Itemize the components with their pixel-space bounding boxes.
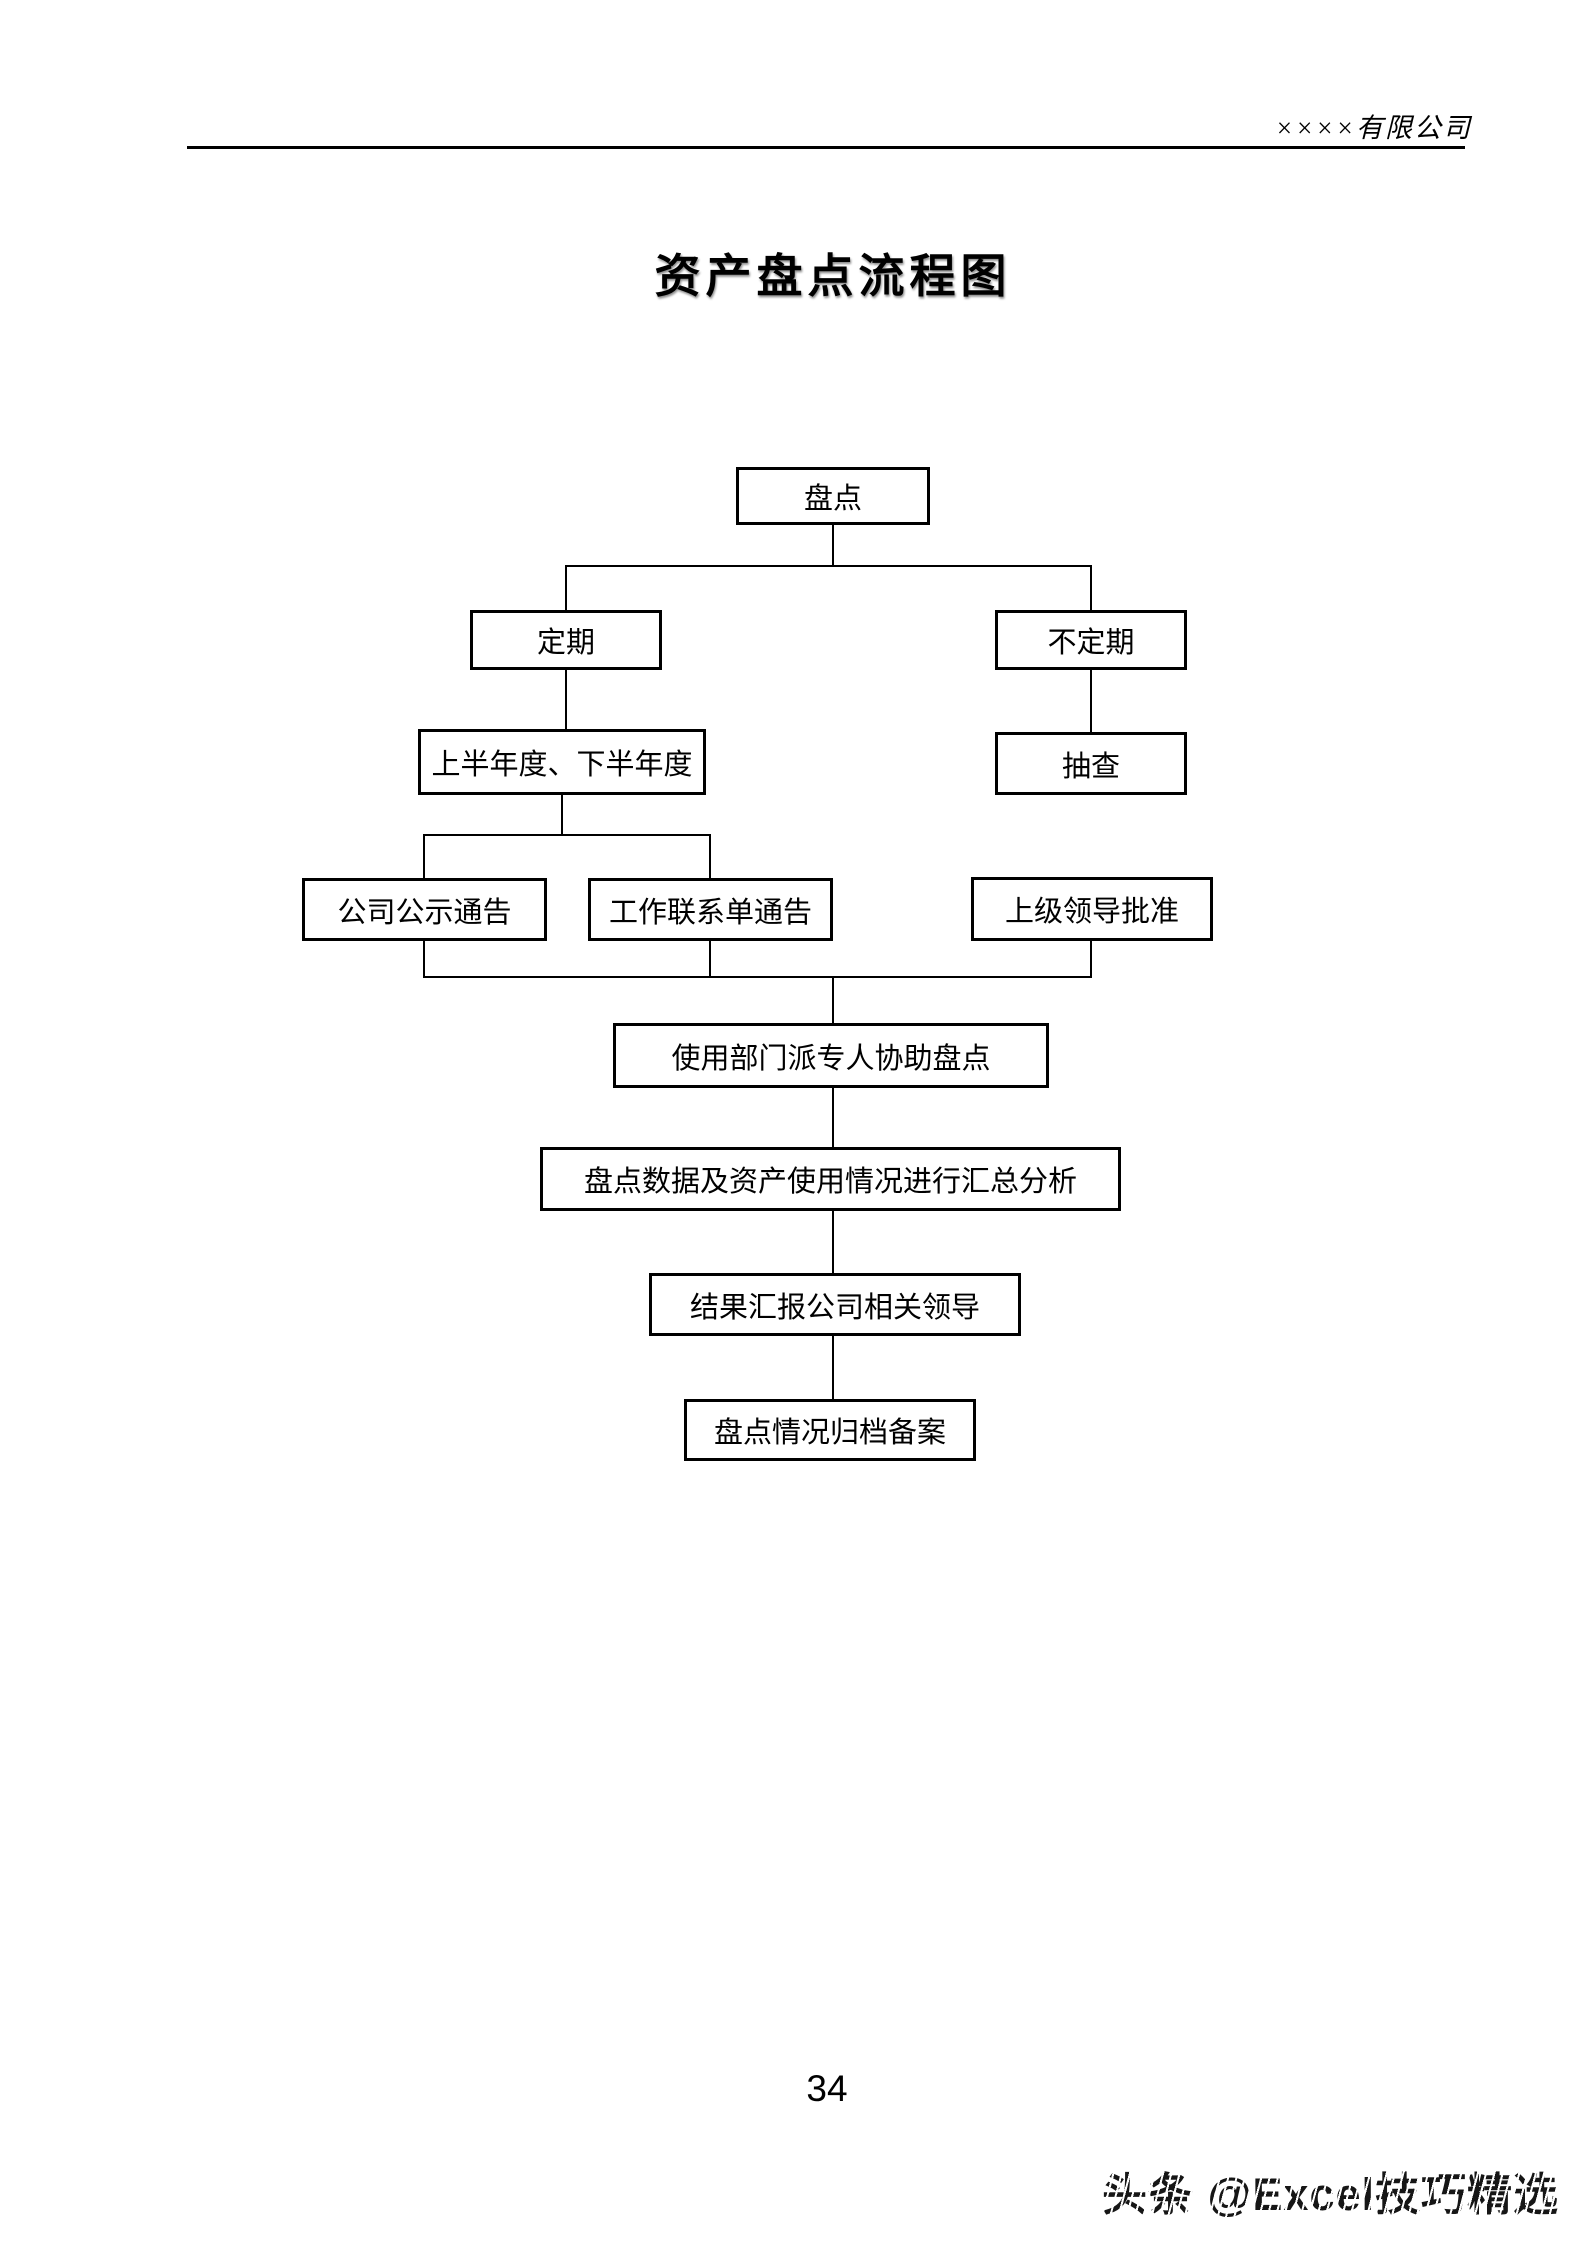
- connector-line: [709, 941, 711, 978]
- connector-line: [832, 1211, 834, 1275]
- connector-line: [832, 1088, 834, 1149]
- connector-line: [423, 941, 425, 978]
- connector-line: [561, 795, 563, 836]
- flow-node-inventory: 盘点: [736, 467, 930, 525]
- flow-node-summary-analysis: 盘点数据及资产使用情况进行汇总分析: [540, 1147, 1121, 1211]
- connector-line: [832, 976, 834, 1025]
- connector-line: [1090, 941, 1092, 978]
- flow-node-irregular: 不定期: [995, 610, 1187, 670]
- flow-node-report-leaders: 结果汇报公司相关领导: [649, 1273, 1021, 1336]
- connector-line: [832, 1336, 834, 1401]
- connector-line: [832, 525, 834, 567]
- connector-line: [709, 834, 711, 880]
- flow-node-public-notice: 公司公示通告: [302, 878, 547, 941]
- connector-line: [423, 834, 711, 836]
- flow-node-archive: 盘点情况归档备案: [684, 1399, 976, 1461]
- connector-line: [1090, 670, 1092, 734]
- header-rule: [187, 146, 1465, 149]
- connector-line: [565, 565, 1092, 567]
- connector-line: [423, 976, 1092, 978]
- page-number: 34: [806, 2068, 848, 2109]
- header-company-name: ××××有限公司: [1275, 113, 1472, 143]
- connector-line: [565, 565, 567, 612]
- page-title: 资产盘点流程图: [654, 251, 1012, 302]
- connector-line: [565, 670, 567, 731]
- connector-line: [1090, 565, 1092, 612]
- flow-node-work-contact: 工作联系单通告: [588, 878, 833, 941]
- flow-node-leader-approval: 上级领导批准: [971, 877, 1213, 941]
- watermark-text: 头条 @Excel技巧精选: [1102, 2158, 1559, 2223]
- flow-node-regular: 定期: [470, 610, 662, 670]
- connector-line: [423, 834, 425, 880]
- flow-node-half-year: 上半年度、下半年度: [418, 729, 706, 795]
- flow-node-dept-assist: 使用部门派专人协助盘点: [613, 1023, 1049, 1088]
- flow-node-spot-check: 抽查: [995, 732, 1187, 795]
